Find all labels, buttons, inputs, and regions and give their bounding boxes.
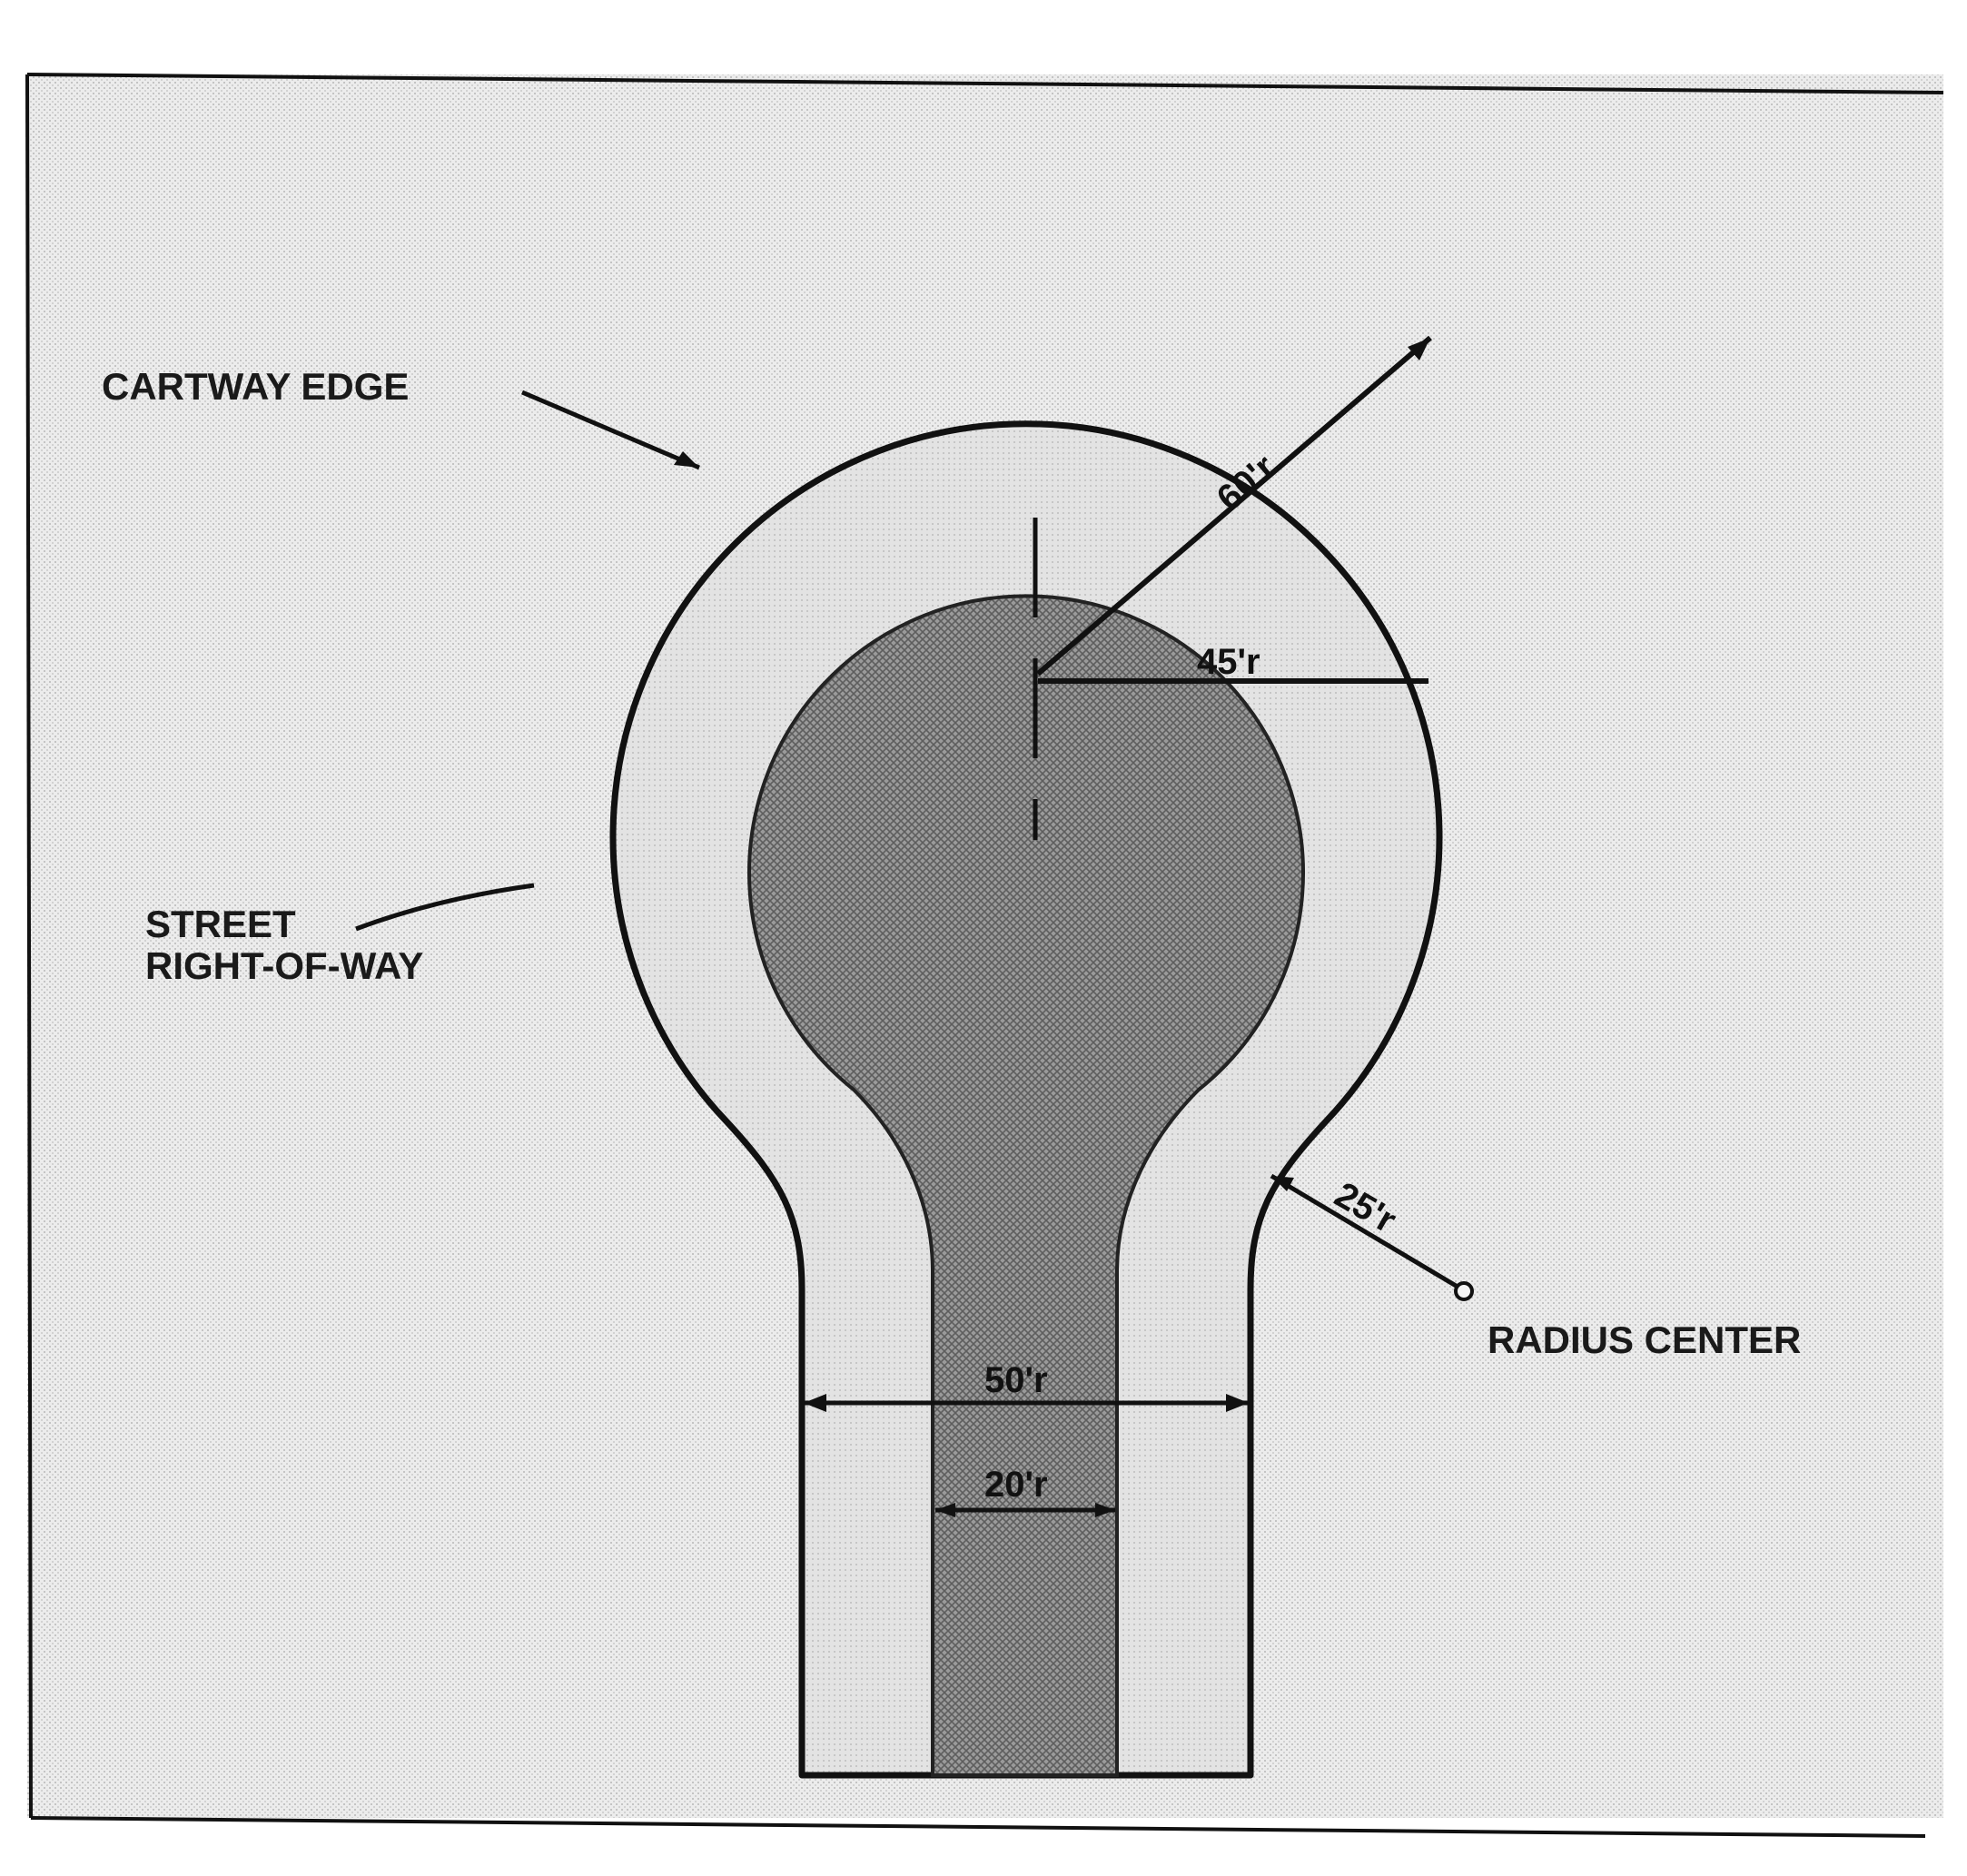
cartway-width-label: 20'r [984, 1465, 1048, 1505]
curve-radius-line [1270, 1173, 1464, 1292]
street-label-line2: RIGHT-OF-WAY [145, 944, 423, 987]
street-label-line1: STREET [145, 903, 296, 945]
frame-top-line [26, 73, 1944, 94]
cartway-edge-label: CARTWAY EDGE [102, 365, 409, 408]
row-width-arrow-left [804, 1394, 826, 1412]
frame-left-line [25, 74, 33, 1819]
row-radius-line [1036, 335, 1432, 676]
cartway-edge-leader [521, 390, 700, 470]
frame-bottom-line [30, 1816, 1926, 1838]
cartway-width-arrow-left [935, 1503, 955, 1517]
street-row-leader [355, 883, 535, 932]
curve-radius-arrowhead [1271, 1176, 1294, 1191]
cartway-area [747, 594, 1305, 1777]
cartway-width-arrow-right [1095, 1503, 1115, 1517]
row-width-label: 50'r [984, 1360, 1048, 1400]
row-width-arrow-right [1226, 1394, 1249, 1412]
row-radius-arrowhead [1408, 338, 1430, 360]
cartway-radius-label: 45'r [1197, 642, 1260, 682]
cartway-edge-arrowhead [674, 451, 699, 468]
radius-center-label: RADIUS CENTER [1488, 1318, 1801, 1361]
radius-center-point [1454, 1281, 1474, 1301]
